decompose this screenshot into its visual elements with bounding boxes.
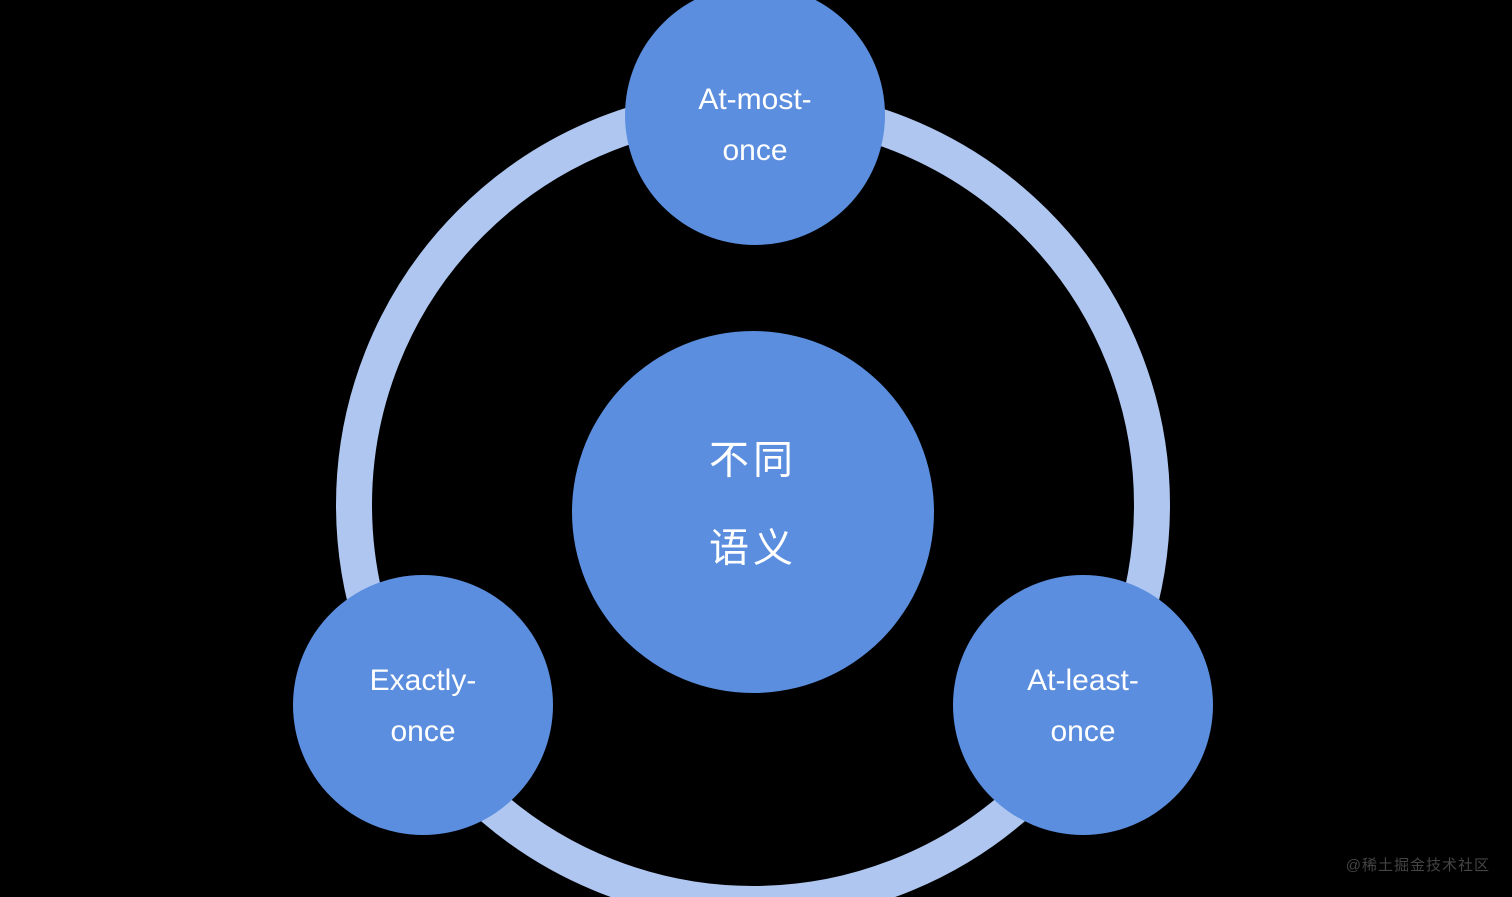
- watermark: @稀土掘金技术社区: [1345, 857, 1490, 874]
- satellite-circle-exactly-once: [293, 575, 553, 835]
- satellite-label-at-most-once-line2: once: [722, 134, 787, 167]
- center-node-label-line2: 语义: [709, 527, 797, 571]
- satellite-label-exactly-once-line2: once: [390, 715, 455, 748]
- satellite-label-at-most-once-line1: At-most-: [698, 83, 811, 116]
- satellite-circle-at-most-once: [625, 0, 885, 245]
- satellite-label-at-least-once-line2: once: [1050, 715, 1115, 748]
- center-node[interactable]: 不同 语义: [572, 331, 934, 693]
- satellite-node-at-least-once[interactable]: At-least- once: [953, 575, 1213, 835]
- satellite-label-exactly-once-line1: Exactly-: [370, 664, 477, 697]
- satellite-node-at-most-once[interactable]: At-most- once: [625, 0, 885, 245]
- satellite-label-at-least-once-line1: At-least-: [1027, 664, 1139, 697]
- satellite-circle-at-least-once: [953, 575, 1213, 835]
- satellite-node-exactly-once[interactable]: Exactly- once: [293, 575, 553, 835]
- center-node-circle: [572, 331, 934, 693]
- center-node-label-line1: 不同: [709, 439, 797, 483]
